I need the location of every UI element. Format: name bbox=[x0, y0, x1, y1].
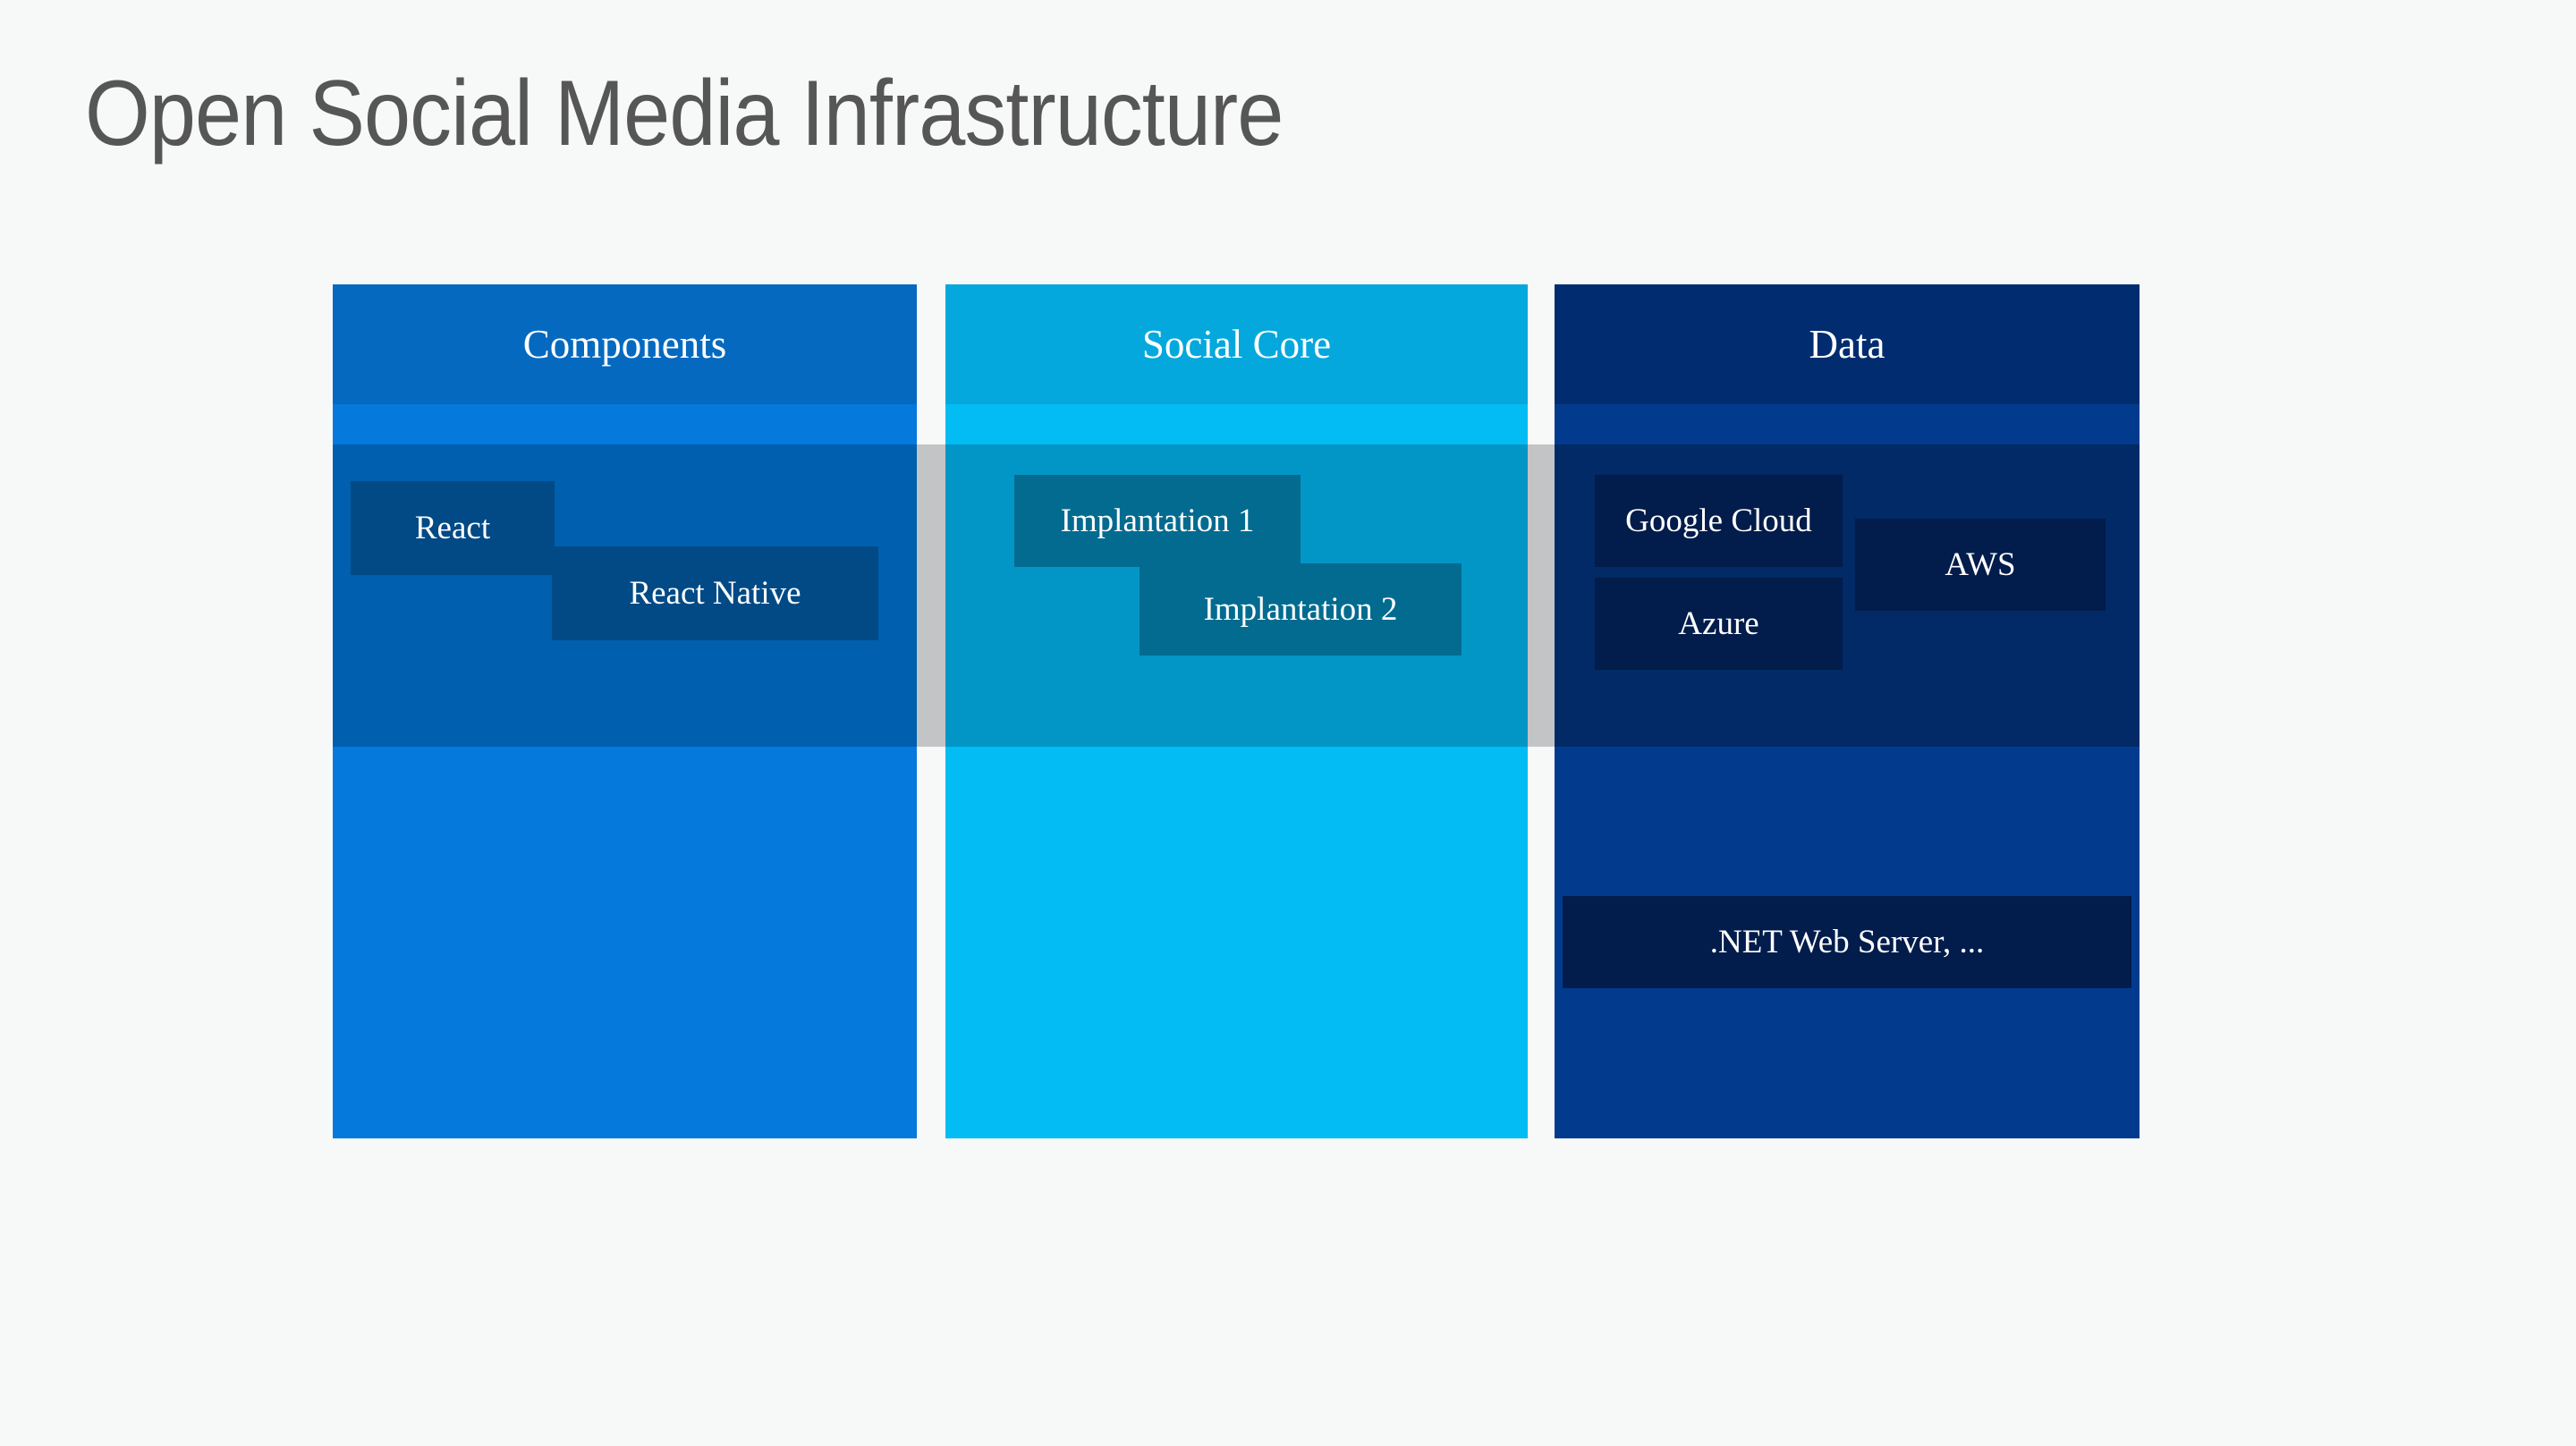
page-title: Open Social Media Infrastructure bbox=[85, 62, 1284, 165]
column-components-base-band bbox=[333, 747, 917, 1138]
node-implantation-2[interactable]: Implantation 2 bbox=[1140, 563, 1462, 655]
column-components[interactable]: Components React React Native bbox=[333, 284, 917, 1138]
column-components-title: Components bbox=[522, 322, 727, 367]
column-data-title: Data bbox=[1809, 322, 1885, 367]
node-implantation-1[interactable]: Implantation 1 bbox=[1014, 475, 1301, 567]
column-data-middle-band: Google Cloud Azure AWS bbox=[1555, 444, 2140, 747]
column-data[interactable]: Data Google Cloud Azure AWS .NET Web Ser… bbox=[1555, 284, 2140, 1138]
node-google-cloud[interactable]: Google Cloud bbox=[1595, 475, 1843, 567]
column-social-core-middle-band: Implantation 1 Implantation 2 bbox=[945, 444, 1528, 747]
column-social-core-title: Social Core bbox=[1141, 322, 1332, 367]
column-social-core-accent-strip bbox=[945, 404, 1528, 444]
node-react-native[interactable]: React Native bbox=[552, 546, 878, 640]
column-social-core-header: Social Core bbox=[945, 284, 1528, 404]
column-social-core-base-band bbox=[945, 747, 1528, 1138]
node-dotnet-web-server[interactable]: .NET Web Server, ... bbox=[1563, 896, 2131, 988]
node-react[interactable]: React bbox=[351, 481, 555, 575]
column-components-accent-strip bbox=[333, 404, 917, 444]
node-aws[interactable]: AWS bbox=[1855, 519, 2106, 611]
infrastructure-diagram: Components React React Native Social Cor… bbox=[333, 284, 2140, 1138]
column-components-header: Components bbox=[333, 284, 917, 404]
column-data-header: Data bbox=[1555, 284, 2140, 404]
node-azure[interactable]: Azure bbox=[1595, 578, 1843, 670]
column-data-base-band: .NET Web Server, ... bbox=[1555, 747, 2140, 1138]
column-components-middle-band: React React Native bbox=[333, 444, 917, 747]
column-social-core[interactable]: Social Core Implantation 1 Implantation … bbox=[945, 284, 1528, 1138]
column-data-accent-strip bbox=[1555, 404, 2140, 444]
